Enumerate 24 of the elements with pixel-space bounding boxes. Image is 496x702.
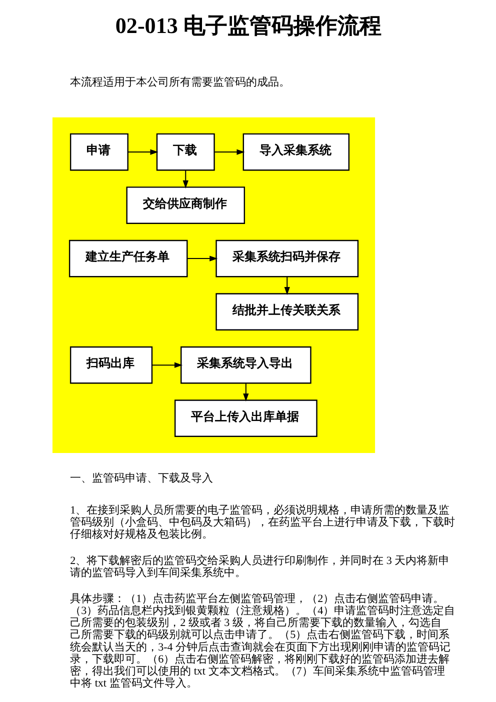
label: 一、监管码申请、下载及导入 [70, 472, 213, 484]
node-box: 结批并上传关联关系 [215, 293, 358, 330]
arrow [127, 149, 158, 155]
diagram-title: 02-013 电子监管码操作流程 [114, 13, 381, 38]
node-box: 导入采集系统 [242, 133, 350, 171]
cluster [52, 117, 375, 453]
arrow [242, 383, 248, 402]
arrow [152, 362, 182, 368]
arrow [214, 149, 244, 155]
node-box: 下载 [156, 133, 214, 171]
node-box: 采集系统导入导出 [180, 346, 311, 384]
node-box: 交给供应商制作 [126, 186, 245, 224]
node-box: 平台上传入出库单据 [174, 400, 317, 438]
node-box: 建立生产任务单 [68, 240, 188, 278]
label: 具体步骤：（1）点击药监平台左侧监管码管理，（2）点击右侧监管码申请。（3）药品信息栏内找到银黄颗粒（注意规格）。（4）申请监管码时注意选定自己所需要的包装级别，2 级或者 3 级，将自己所需要下载的数量输入，勾选自己所需要下载的码级别就可以点击申请了。（5）点击右侧监管码下载，时间系统会默认当天的，3-4 分钟后点击查询就会在页面下方出现刚刚申请的监管码记录，下载即可。（6）点击右侧监管码解密，将刚刚下载好的监管码添加进去解密，得出我们可以使用的 txt 文本文档格式。（7）车间采集系统中监管码管理中将 txt 监管码文件导入。 [70, 593, 455, 690]
label: 本流程适用于本公司所有需要监管码的成品。 [70, 76, 290, 89]
label: 2、将下载解密后的监管码交给采购人员进行印刷制作，并同时在 3 天内将新申请的监管码导入到车间采集系统中。 [70, 554, 450, 579]
arrow [182, 170, 188, 188]
arrow [186, 256, 218, 262]
node-box: 采集系统扫码并保存 [215, 240, 358, 278]
node-box: 申请 [69, 133, 128, 171]
node-box: 扫码出库 [69, 346, 152, 384]
arrow [284, 276, 290, 295]
label: 1、在接到采购人员所需要的电子监管码，必须说明规格，申请所需的数量及监管码级别（小盒码、中包码及大箱码），在药监平台上进行申请及下载，下载时仔细核对好规格及包装比例。 [70, 504, 455, 541]
